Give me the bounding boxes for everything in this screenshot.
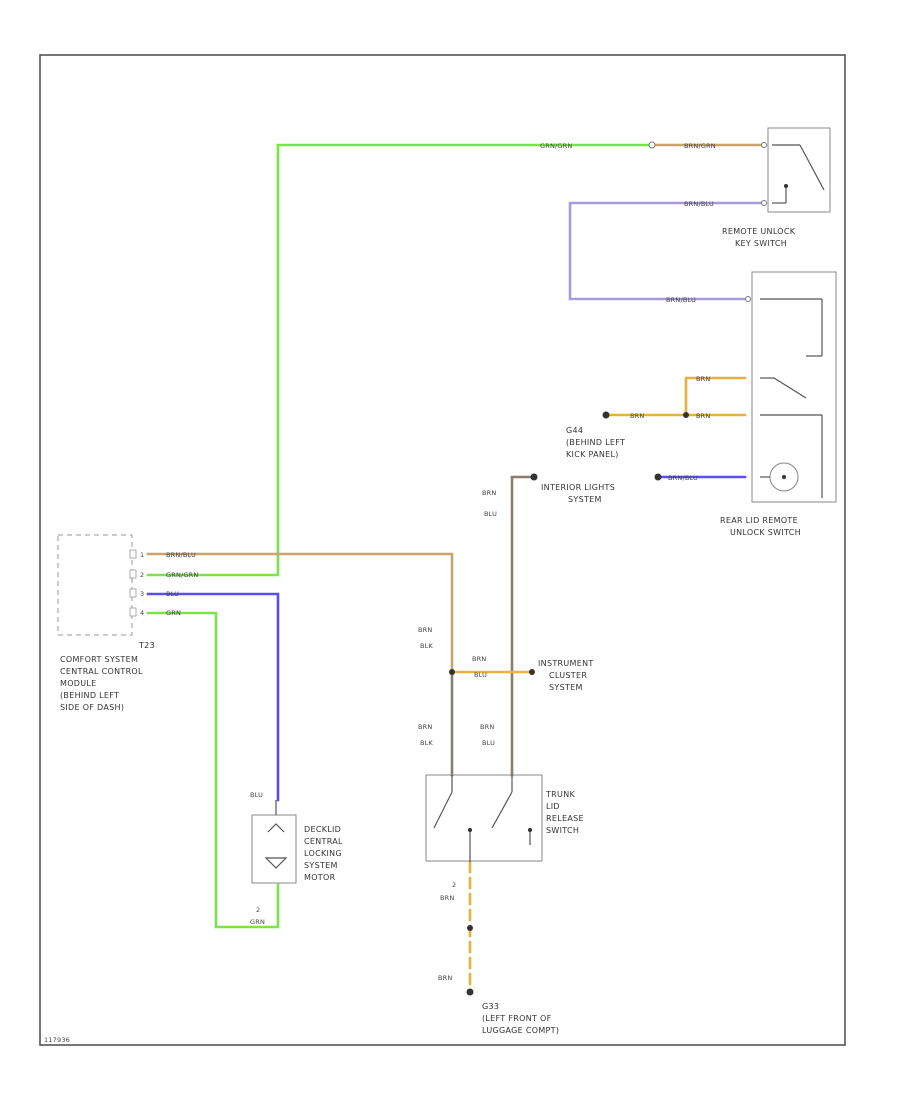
trunk-switch-label-4: SWITCH [546,826,579,835]
wire-label-mid-brn-blu-1: BRN [472,655,486,663]
instrument-cluster-label-3: SYSTEM [549,683,583,692]
comfort-module-label-1: COMFORT SYSTEM [60,655,138,664]
wire-label-lower-right-1: BRN [480,723,494,731]
wire-label-module-pin4: GRN [166,609,181,617]
terminal-key-2 [761,200,767,206]
wire-label-module-pin2: GRN/GRN [166,571,198,579]
wire-label-key-violet-top: BRN/BLU [684,200,714,208]
remote-unlock-key-switch-label-2: KEY SWITCH [735,239,787,248]
decklid-motor-label-3: LOCKING [304,849,342,858]
wire-label-trunk-pin2: 2 [452,881,456,889]
trunk-lid-release-switch [425,774,543,862]
wire-blue-motor [146,592,280,802]
terminal-top-mid [648,141,656,149]
wire-label-lower-left-1: BRN [418,723,432,731]
ground-g33-label-3: LUGGAGE COMPT) [482,1026,559,1035]
trunk-switch-label-1: TRUNK [545,790,575,799]
wire-label-module-pin3: BLU [166,590,179,598]
wire-label-left-brn-blk-2: BLK [420,642,433,650]
decklid-motor-label-4: SYSTEM [304,861,338,870]
interior-lights-label-2: SYSTEM [568,495,602,504]
comfort-module-label-5: SIDE OF DASH) [60,703,124,712]
diagram-frame [39,54,846,1046]
module-pin-4: 4 [140,609,144,617]
wire-brn-blu-interior [510,475,534,777]
wire-label-rear-brn-upper: BRN [696,375,710,383]
comfort-control-module [57,534,137,636]
trunk-switch-label-3: RELEASE [546,814,584,823]
ground-g33-terminal [466,988,474,996]
decklid-motor [251,800,297,884]
rear-lid-switch-label-2: UNLOCK SWITCH [730,528,801,537]
ground-g44-label-3: KICK PANEL) [566,450,619,459]
decklid-motor-label-5: MOTOR [304,873,336,882]
comfort-module-label-4: (BEHIND LEFT [60,691,119,700]
module-connector-label: T23 [138,641,155,650]
wire-label-interior-right: BRN/BLU [668,474,698,482]
splice-g44 [683,412,689,418]
wire-orange-upper [684,376,747,417]
instrument-cluster-label-1: INSTRUMENT [538,659,594,668]
g33-mid-terminal [467,925,473,931]
diagram-footer-code: 117936 [44,1036,70,1044]
wire-green-motor [146,611,280,929]
interior-lights-terminal [530,473,538,481]
ground-g33-label-2: (LEFT FRONT OF [482,1014,552,1023]
interior-lights-terminal-right [654,473,662,481]
module-pin-3: 3 [140,590,144,598]
wire-label-g33-brn: BRN [438,974,452,982]
wire-label-motor-pin2: 2 [256,906,260,914]
wire-label-trunk-brn: BRN [440,894,454,902]
splice-left [449,669,455,675]
wire-label-top-green: GRN/GRN [540,142,572,150]
wire-label-rear-brn-lower: BRN [696,412,710,420]
remote-unlock-key-switch [767,127,831,213]
wire-label-module-pin1: BRN/BLU [166,551,196,559]
wire-green-top [146,143,650,577]
wire-label-left-brn-blk-1: BRN [418,626,432,634]
wire-label-mid-brn-blu-2: BLU [474,671,487,679]
ground-g44-terminal [602,411,610,419]
wire-label-interior-2: BLU [484,510,497,518]
instrument-cluster-label-2: CLUSTER [549,671,587,680]
comfort-module-label-2: CENTRAL CONTROL [60,667,143,676]
wire-label-key-violet-bottom: BRN/BLU [666,296,696,304]
comfort-module-label-3: MODULE [60,679,97,688]
trunk-switch-label-2: LID [546,802,560,811]
wire-label-lower-right-2: BLU [482,739,495,747]
interior-lights-label-1: INTERIOR LIGHTS [541,483,615,492]
module-pin-1: 1 [140,551,144,559]
terminal-rear-1 [745,296,751,302]
rear-lid-switch-label-1: REAR LID REMOTE [720,516,798,525]
terminal-key-1 [761,142,767,148]
instrument-cluster-terminal [529,669,535,675]
ground-g44-label-1: G44 [566,426,583,435]
rear-lid-remote-unlock-switch [751,271,837,503]
decklid-motor-label-2: CENTRAL [304,837,343,846]
wire-label-motor-blu: BLU [250,791,263,799]
wire-label-brn-grn: BRN/GRN [684,142,716,150]
wire-tan-brn-blk [146,552,454,674]
ground-g44-label-2: (BEHIND LEFT [566,438,625,447]
wire-violet-loop [568,201,764,301]
ground-g33-label-1: G33 [482,1002,499,1011]
module-pin-2: 2 [140,571,144,579]
wire-label-motor-grn: GRN [250,918,265,926]
wire-label-g44-brn: BRN [630,412,644,420]
wire-label-interior-1: BRN [482,489,496,497]
decklid-motor-label-1: DECKLID [304,825,341,834]
wire-label-lower-left-2: BLK [420,739,433,747]
remote-unlock-key-switch-label-1: REMOTE UNLOCK [722,227,796,236]
